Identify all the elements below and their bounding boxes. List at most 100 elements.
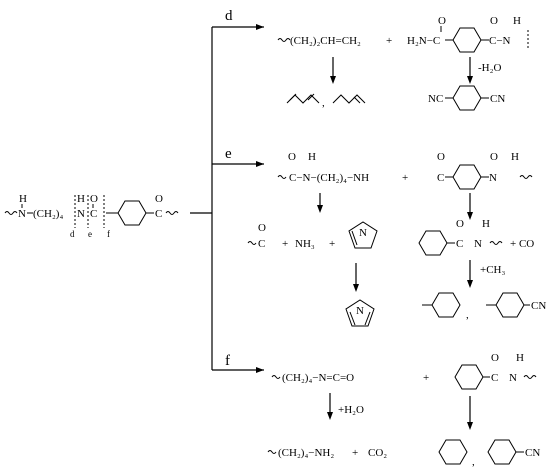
branch-e-arrowhead bbox=[256, 161, 264, 167]
f-wavy-bond bbox=[271, 375, 281, 379]
f-product2-c: C bbox=[491, 372, 498, 384]
d-butene bbox=[332, 94, 366, 104]
polymer-h2: H bbox=[77, 193, 85, 205]
e-right-frag-o: O bbox=[456, 218, 464, 230]
d-product2-o2: O bbox=[490, 15, 498, 27]
d-arrowhead-1 bbox=[330, 76, 336, 84]
d-butadiene-double-2 bbox=[307, 93, 315, 101]
e-comma: , bbox=[466, 309, 469, 321]
e-product2-o2: O bbox=[490, 151, 498, 163]
f-benzonitrile-ring bbox=[487, 439, 517, 465]
d-benzene-ring bbox=[452, 27, 482, 53]
d-wavy-bond bbox=[277, 38, 291, 42]
f-result-wavy bbox=[267, 450, 277, 454]
polymer-c2: C bbox=[155, 208, 162, 220]
d-product2-right: C−N bbox=[489, 35, 511, 47]
e-right-frag-h: H bbox=[482, 218, 490, 230]
d-butadiene-double-1 bbox=[289, 93, 297, 101]
e-product1-o: O bbox=[288, 151, 296, 163]
e-arrowhead-4 bbox=[467, 280, 473, 288]
wavy-bond-right bbox=[165, 211, 179, 215]
e-frag-wavy bbox=[247, 241, 257, 245]
polymer-o1: O bbox=[90, 193, 98, 205]
e-pyrrole-double-2 bbox=[364, 311, 371, 326]
branch-f-arrowhead bbox=[256, 367, 264, 373]
wavy-bond-left bbox=[4, 211, 18, 215]
e-co: + CO bbox=[510, 238, 534, 250]
d-butadiene bbox=[286, 94, 320, 104]
benzene-ring-polymer bbox=[117, 200, 147, 226]
e-product1: C−N−(CH₂)₄−NH bbox=[289, 172, 369, 184]
f-comma: , bbox=[472, 456, 475, 468]
e-pyrrole-ring bbox=[345, 299, 375, 327]
e-pyrroline-double bbox=[351, 230, 358, 246]
d-product2-h: H bbox=[513, 15, 521, 27]
e-nh3: NH₃ bbox=[295, 238, 315, 250]
e-right-frag-c: C bbox=[456, 238, 463, 250]
f-co2: CO₂ bbox=[368, 447, 387, 459]
e-ch3: +CH₃ bbox=[480, 264, 505, 276]
route-label-f: f bbox=[225, 353, 230, 369]
d-result2-right: CN bbox=[490, 93, 505, 105]
route-e: C−N−(CH₂)₄−NH O H + C O N O H C O + NH₃ … bbox=[247, 151, 546, 327]
d-arrowhead-2 bbox=[467, 76, 473, 84]
d-plus: + bbox=[386, 35, 392, 47]
e-product2-n: N bbox=[489, 172, 497, 184]
route-label-e: e bbox=[225, 146, 232, 162]
e-pyrroline-n: N bbox=[359, 227, 367, 239]
f-product1: (CH₂)₄−N=C=O bbox=[282, 372, 354, 384]
e-right-frag-n: N bbox=[474, 238, 482, 250]
e-toluene-ring bbox=[431, 292, 461, 318]
branch-connector: d e f bbox=[190, 8, 264, 373]
e-plus-2: + bbox=[282, 238, 288, 250]
d-comma: , bbox=[322, 97, 325, 109]
e-wavy-bond-2 bbox=[519, 175, 533, 179]
e-plus: + bbox=[402, 172, 408, 184]
d-butene-double bbox=[353, 96, 361, 104]
d-arrow-2-label: -H₂O bbox=[478, 62, 501, 74]
e-cn: CN bbox=[531, 300, 546, 312]
e-wavy-bond bbox=[277, 175, 287, 179]
e-benzene-ring bbox=[452, 164, 482, 190]
site-label-d: d bbox=[70, 229, 75, 239]
d-product2-left: H₂N−C bbox=[407, 35, 440, 47]
e-right-benzene bbox=[418, 230, 448, 256]
f-benzene bbox=[438, 439, 468, 465]
polymer-h1: H bbox=[19, 193, 27, 205]
route-f: (CH₂)₄−N=C=O + C O N H +H₂O (CH₂)₄−NH₂ +… bbox=[267, 352, 540, 468]
f-arrowhead-1 bbox=[327, 412, 333, 420]
f-plus-2: + bbox=[352, 447, 358, 459]
polymer-n2: N bbox=[77, 208, 85, 220]
route-label-d: d bbox=[225, 8, 233, 24]
d-product1: (CH₂)₂CH=CH₂ bbox=[290, 35, 361, 47]
e-product2-o: O bbox=[437, 151, 445, 163]
f-arrowhead-2 bbox=[467, 422, 473, 430]
d-product2-o1: O bbox=[438, 15, 446, 27]
f-result1: (CH₂)₄−NH₂ bbox=[278, 447, 334, 459]
e-arrowhead-1 bbox=[317, 205, 323, 213]
site-label-e: e bbox=[88, 229, 92, 239]
e-right-wavy bbox=[489, 241, 503, 245]
f-arrow-label: +H₂O bbox=[338, 404, 364, 416]
polymer-o2: O bbox=[155, 193, 163, 205]
e-frag-c: C bbox=[258, 238, 265, 250]
polymer-c1: C bbox=[90, 208, 97, 220]
f-wavy-bond-2 bbox=[523, 375, 537, 379]
polymer-chain: (CH₂)₄ bbox=[33, 208, 63, 220]
e-arrowhead-2 bbox=[467, 212, 473, 220]
e-pyrroline-ring bbox=[348, 221, 378, 249]
site-label-f: f bbox=[107, 229, 110, 239]
e-pyrrole-double-1 bbox=[349, 311, 356, 326]
d-result2-left: NC bbox=[428, 93, 443, 105]
e-arrowhead-3 bbox=[353, 284, 359, 292]
e-product2-h: H bbox=[511, 151, 519, 163]
e-product1-h: H bbox=[308, 151, 316, 163]
f-cn: CN bbox=[525, 447, 540, 459]
f-product2-h: H bbox=[516, 352, 524, 364]
f-product2-o: O bbox=[491, 352, 499, 364]
e-frag-o: O bbox=[258, 222, 266, 234]
route-d: (CH₂)₂CH=CH₂ + H₂N−C O C−N O H -H₂O , NC… bbox=[277, 15, 529, 111]
polymer-n1: N bbox=[18, 208, 26, 220]
